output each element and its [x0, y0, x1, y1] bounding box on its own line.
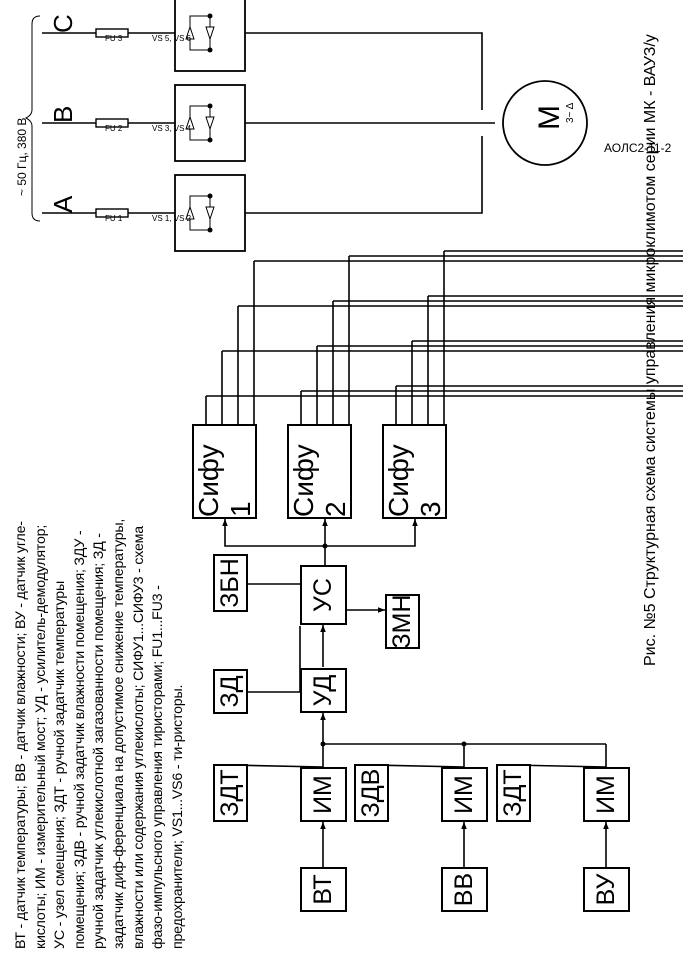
- thyristor-icon: [185, 115, 195, 130]
- gate-pulse-wire: [444, 250, 683, 781]
- channel-2-bridge-block: ИМ: [441, 767, 488, 822]
- gate-pulse-wire: [254, 260, 683, 781]
- channel-3-sensor-block: ВУ: [583, 867, 630, 912]
- channel-3-setter-block: ЗДТ: [496, 764, 531, 822]
- fuse-label-fu3: FU 3: [105, 34, 123, 43]
- thyristor-label-vs5-vs6: VS 5, VS 6: [152, 34, 192, 43]
- zmn-block: ЗМН: [385, 594, 420, 649]
- motor-lead-a: [330, 136, 483, 214]
- thyristor-label-vs1-vs2: VS 1, VS 2: [152, 214, 192, 223]
- zd-block: ЗД: [213, 669, 248, 714]
- sifu-3-block: Сифу 3: [382, 424, 447, 519]
- fuse-icon: [95, 208, 129, 218]
- gate-pulse-wire: [238, 305, 683, 781]
- junction-dot: [207, 103, 213, 109]
- channel-2-setter-block: ЗДВ: [354, 764, 389, 822]
- junction-dot: [207, 137, 213, 143]
- gate-pulse-wire: [206, 395, 683, 781]
- thyristor-icon: [205, 116, 215, 131]
- junction-dot: [461, 741, 467, 747]
- figure-caption: Рис. №5 Структурная схема системы управл…: [642, 34, 659, 666]
- thyristor-icon: [185, 25, 195, 40]
- phase-label-a: A: [48, 195, 78, 213]
- channel-3-bridge-block: ИМ: [583, 767, 630, 822]
- sifu-2-block: Сифу 2: [287, 424, 352, 519]
- thyristor-icon: [185, 205, 195, 220]
- fuse-label-fu2: FU 2: [105, 124, 123, 133]
- motor-model-label: АОЛС2-11-2: [604, 141, 672, 155]
- fuse-icon: [95, 28, 129, 38]
- gate-pulse-wire: [396, 385, 683, 781]
- supply-brace: [24, 15, 41, 222]
- junction-dot: [207, 227, 213, 233]
- motor-type-label: 3~ Δ: [565, 102, 576, 123]
- thyristor-label-vs3-vs4: VS 3, VS 4: [152, 124, 192, 133]
- fuse-label-fu1: FU 1: [105, 214, 123, 223]
- gate-pulse-wire: [412, 340, 683, 781]
- motor-symbol: M: [533, 105, 566, 130]
- motor-lead-c: [330, 32, 483, 110]
- phase-label-b: B: [48, 105, 78, 123]
- gate-pulse-wire: [317, 345, 683, 781]
- phase-label-c: C: [48, 14, 78, 33]
- motor-icon: [502, 80, 588, 166]
- legend-text: ВТ - датчик температуры; ВВ - датчик вла…: [13, 518, 186, 949]
- us-to-sifu-1: [222, 519, 325, 547]
- zbn-block: ЗБН: [213, 554, 248, 612]
- zd-to-us: [245, 626, 301, 693]
- sifu-1-block: Сифу 1: [192, 424, 257, 519]
- fuse-icon: [95, 118, 129, 128]
- channel-2-sensor-block: ВВ: [441, 867, 488, 912]
- thyristor-icon: [205, 26, 215, 41]
- gate-pulse-wire: [349, 255, 683, 781]
- thyristor-icon: [205, 206, 215, 221]
- channel-1-bridge-block: ИМ: [300, 767, 347, 822]
- junction-dot: [207, 47, 213, 53]
- us-block: УС: [300, 565, 347, 625]
- gate-pulse-wire: [301, 390, 683, 781]
- junction-dot: [207, 193, 213, 199]
- junction-dot: [207, 13, 213, 19]
- junction-dot: [322, 543, 328, 549]
- us-to-sifu-3: [325, 519, 418, 547]
- supply-label: ~ 50 Гц, 380 В: [15, 117, 29, 196]
- gate-pulse-wire: [428, 295, 683, 781]
- channel-1-sensor-block: ВТ: [300, 867, 347, 912]
- junction-dot: [320, 741, 326, 747]
- gate-pulse-wire: [222, 350, 683, 781]
- ud-block: УД: [300, 668, 347, 713]
- gate-pulse-wire: [333, 300, 683, 781]
- channel-1-setter-block: ЗДТ: [213, 764, 248, 822]
